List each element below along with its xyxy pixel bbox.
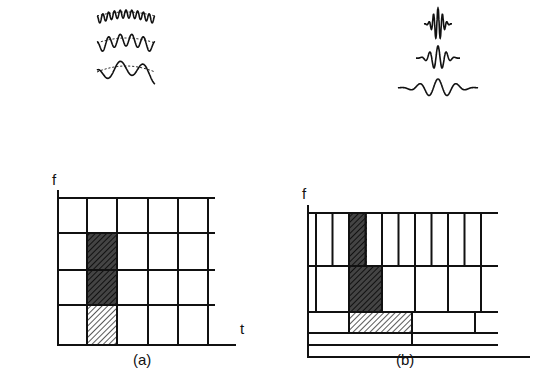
grid-line: [308, 332, 498, 334]
grid-line: [315, 213, 317, 266]
grid-line: [414, 266, 416, 312]
grid-line: [474, 312, 476, 333]
envelope: [97, 38, 155, 43]
grid-line: [308, 265, 498, 267]
panel-label: (b): [396, 352, 414, 367]
stft-tiling: [57, 190, 236, 346]
grid-line: [464, 213, 466, 266]
grid-line: [307, 356, 530, 358]
grid-line: [398, 213, 400, 266]
envelope: [97, 66, 155, 72]
wave: [97, 34, 155, 51]
axis-label: f: [52, 172, 56, 187]
panel-label: (a): [133, 352, 151, 367]
grid-line: [348, 266, 350, 312]
grid-line: [414, 213, 416, 266]
grid-line: [381, 266, 383, 312]
axis-label: t: [240, 321, 244, 336]
grid-line: [411, 333, 413, 345]
grid-line: [332, 213, 334, 266]
grid-line: [307, 205, 309, 358]
grid-line: [480, 266, 482, 312]
grid-line: [308, 311, 498, 313]
grid-line: [411, 312, 413, 333]
grid-line: [447, 213, 449, 266]
grid-line: [308, 344, 498, 346]
wavelet-tiling: [307, 205, 530, 358]
grid-line: [348, 213, 350, 266]
grid-line: [348, 312, 350, 333]
grid-line: [315, 266, 317, 312]
envelope: [97, 12, 155, 16]
wave: [97, 10, 155, 23]
wave: [97, 61, 155, 84]
wavelet: [424, 8, 452, 38]
axis-label: f: [302, 186, 306, 201]
sine-waves: [97, 10, 155, 84]
grid-line: [381, 213, 383, 266]
wavelets: [398, 8, 478, 96]
grid-line: [308, 212, 498, 214]
grid-line: [447, 266, 449, 312]
wavelet: [416, 46, 460, 68]
grid-line: [431, 213, 433, 266]
grid-line: [365, 213, 367, 266]
wavelet: [398, 79, 478, 96]
grid-line: [480, 213, 482, 266]
